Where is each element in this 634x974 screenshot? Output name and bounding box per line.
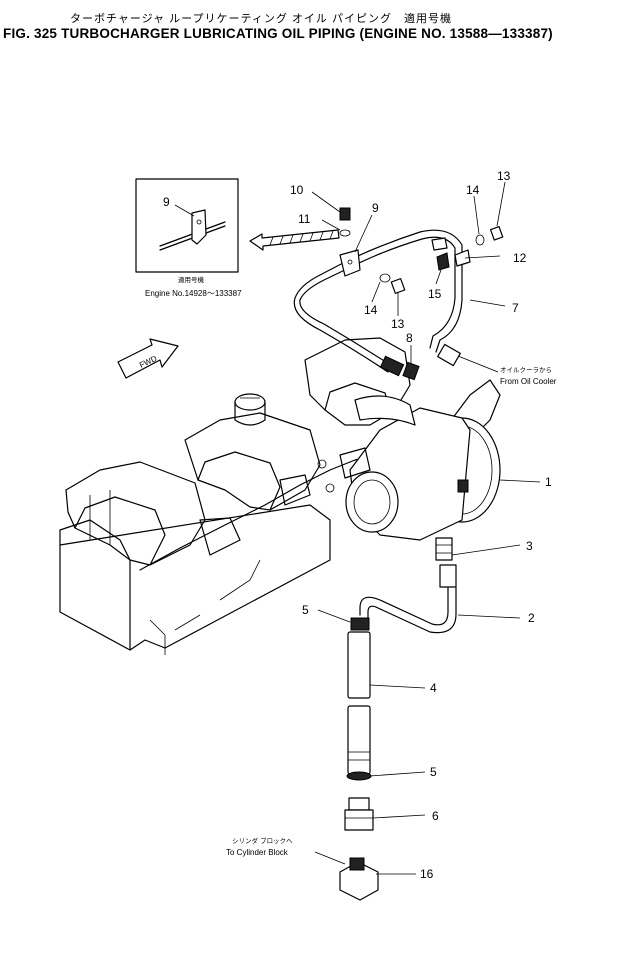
- part-label-9: 9: [372, 201, 379, 215]
- annotations: オイルクーラから From Oil Cooler シリンダ ブロックへ To C…: [226, 366, 557, 857]
- part-label-1: 1: [545, 475, 552, 489]
- tube-6-flange: [344, 809, 374, 831]
- hose-4-upper: [347, 631, 371, 699]
- inset-label-jp: 適用号機: [178, 275, 205, 284]
- washer-11: [339, 229, 351, 237]
- part-label-8: 8: [406, 331, 413, 345]
- part-label-10: 10: [290, 183, 304, 197]
- japanese-title: ターボチャージャ ループリケーティング オイル パイピング 適用号機: [70, 13, 452, 25]
- washer-14-lower: [379, 273, 391, 283]
- part-label-2: 2: [528, 611, 535, 625]
- inset-label-en: Engine No.14928〜133387: [145, 289, 242, 298]
- bolt-13-upper: [489, 225, 504, 241]
- to-cylinder-block-jp: シリンダ ブロックへ: [232, 836, 293, 845]
- inset-clamp: [191, 209, 207, 245]
- from-oil-cooler-jp: オイルクーラから: [500, 366, 552, 374]
- part-label-5-upper: 5: [302, 603, 309, 617]
- to-cylinder-block: To Cylinder Block: [226, 848, 289, 857]
- clamp-5-upper: [350, 617, 370, 631]
- adapter-3: [435, 537, 453, 561]
- clamp-5-lower: [346, 771, 372, 781]
- fwd-arrow: FWD: [117, 338, 179, 379]
- part-label-11: 11: [298, 212, 311, 226]
- engine-block: [59, 337, 501, 655]
- inset-frame: [135, 178, 239, 273]
- part-label-14-lower: 14: [364, 303, 378, 317]
- bolt-13-lower: [390, 278, 406, 294]
- part-label-7: 7: [512, 301, 519, 315]
- head-cover-1: [65, 461, 206, 566]
- inset-pointer-arrow: [249, 229, 340, 251]
- nut-15: [436, 252, 450, 271]
- inset-leader: [174, 204, 195, 217]
- part-label-13-upper: 13: [497, 169, 511, 183]
- figure-title: FIG. 325 TURBOCHARGER LUBRICATING OIL PI…: [3, 26, 553, 41]
- tube-6-top: [348, 797, 370, 811]
- inset-clamp-hole: [196, 219, 202, 225]
- part-label-15: 15: [428, 287, 442, 301]
- oil-supply-pipe: [293, 207, 504, 381]
- hose-assembly: [339, 617, 379, 901]
- bolt-10: [339, 207, 351, 221]
- part-label-14-upper: 14: [466, 183, 480, 197]
- part-label-6: 6: [432, 809, 439, 823]
- washer-14-upper: [475, 234, 485, 246]
- part-label-12: 12: [513, 251, 527, 265]
- from-oil-cooler: From Oil Cooler: [500, 377, 557, 386]
- oil-return-pipe: [359, 537, 457, 634]
- inset-box: 9 適用号機 Engine No.14928〜133387: [135, 178, 242, 298]
- connector-8: [402, 361, 420, 381]
- pipe-clamp-9: [339, 249, 361, 277]
- part-label-13-lower: 13: [391, 317, 405, 331]
- head-cover-2: [184, 412, 321, 511]
- part-label-5-lower: 5: [430, 765, 437, 779]
- part-label-4: 4: [430, 681, 437, 695]
- pipe-end-fitting: [437, 343, 461, 367]
- hose-4-lower: [347, 705, 371, 775]
- part-label-3: 3: [526, 539, 533, 553]
- part-labels: 1 2 3 4 5 5 6 7 8 9 10 11 12 13 13 14 14…: [290, 169, 552, 881]
- oil-filler-cap: [234, 393, 266, 411]
- header: ターボチャージャ ループリケーティング オイル パイピング 適用号機 FIG. …: [0, 0, 634, 60]
- part-label-16: 16: [420, 867, 434, 881]
- turbocharger: [317, 395, 501, 541]
- turbo-inlet-elbow: [354, 395, 416, 426]
- pipe-nut: [379, 355, 405, 377]
- leader-lines: [311, 181, 541, 875]
- inset-part-number: 9: [163, 195, 170, 209]
- band-clamp-bolt: [457, 479, 469, 493]
